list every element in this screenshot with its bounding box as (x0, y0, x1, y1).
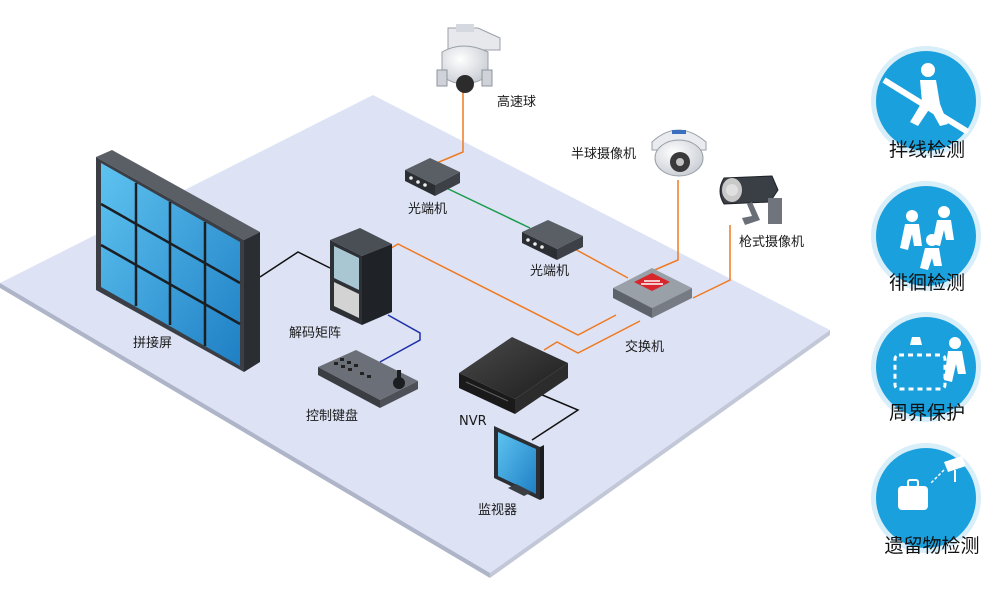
optical-transceiver-2-icon (522, 220, 583, 260)
label-high-speed-dome: 高速球 (497, 94, 536, 110)
label-control-keyboard: 控制键盘 (306, 408, 358, 424)
abandoned-object-icon (898, 456, 966, 510)
label-monitor: 监视器 (478, 503, 517, 518)
label-optical-transceiver-1: 光端机 (408, 202, 447, 217)
feature-panel: 拌线检测 徘徊检测 周界保护 (871, 46, 981, 557)
label-video-wall: 拼接屏 (133, 335, 172, 351)
link-nvr-to-switch (543, 320, 641, 354)
link-matrix-to-switch (387, 243, 617, 336)
bullet-camera-icon (719, 175, 782, 225)
high-speed-dome-icon (436, 24, 501, 93)
link-bullet-to-switch (692, 225, 731, 299)
label-switch: 交换机 (625, 339, 664, 355)
feature-loitering: 徘徊检测 (871, 181, 981, 294)
switch-icon (613, 268, 692, 318)
floor-edge-right (490, 330, 830, 578)
tripwire-icon (882, 63, 970, 135)
label-optical-transceiver-2: 光端机 (530, 264, 569, 279)
link-wall-to-matrix (259, 251, 331, 278)
label-half-dome-camera: 半球摄像机 (571, 147, 636, 162)
label-bullet-camera: 枪式摄像机 (739, 234, 804, 250)
link-dome-to-transceiver (431, 82, 464, 166)
feature-tripwire: 拌线检测 (871, 46, 981, 161)
link-matrix-to-keyboard (379, 314, 421, 363)
monitor-icon (494, 426, 544, 500)
label-decoder-matrix: 解码矩阵 (289, 326, 341, 341)
link-transceiver-fiber (439, 184, 531, 229)
feature-label: 拌线检测 (889, 139, 965, 161)
decoder-matrix-icon (330, 228, 392, 325)
feature-label: 遗留物检测 (884, 535, 979, 557)
link-nvr-to-monitor (531, 393, 580, 441)
feature-abandoned-object: 遗留物检测 (871, 443, 981, 557)
feature-label: 徘徊检测 (889, 272, 965, 294)
loitering-icon (900, 206, 954, 270)
video-wall-icon (96, 150, 260, 372)
feature-perimeter: 周界保护 (871, 312, 981, 424)
label-nvr: NVR (459, 414, 487, 429)
nvr-icon (459, 337, 568, 414)
perimeter-icon (893, 337, 966, 391)
optical-transceiver-1-icon (405, 158, 460, 196)
half-dome-camera-icon (651, 129, 707, 177)
feature-label: 周界保护 (889, 402, 965, 424)
floor-edge (0, 283, 490, 578)
control-keyboard-icon (318, 350, 418, 408)
link-halfdome-to-switch (649, 180, 679, 273)
